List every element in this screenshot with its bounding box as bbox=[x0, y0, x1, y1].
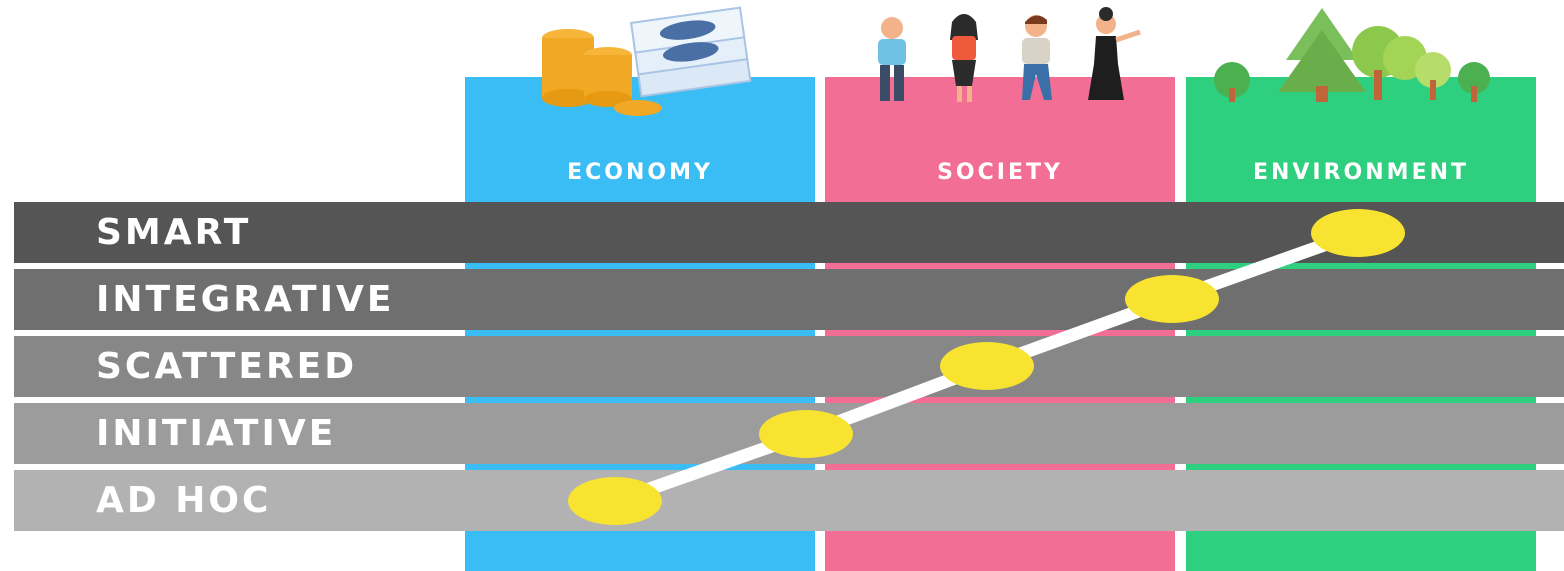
level-band-ad-hoc: AD HOC bbox=[14, 470, 1564, 531]
path-marker-scattered bbox=[940, 342, 1034, 390]
path-marker-integrative bbox=[1125, 275, 1219, 323]
level-label-ad-hoc: AD HOC bbox=[96, 480, 272, 521]
level-band-integrative: INTEGRATIVE bbox=[14, 269, 1564, 330]
level-label-integrative: INTEGRATIVE bbox=[96, 279, 395, 320]
pillar-label-environment: ENVIRONMENT bbox=[1252, 160, 1470, 185]
trees-icon bbox=[1214, 8, 1490, 102]
level-label-initiative: INITIATIVE bbox=[96, 413, 337, 454]
path-marker-smart bbox=[1311, 209, 1405, 257]
pillar-label-society: SOCIETY bbox=[937, 160, 1063, 185]
people-icon bbox=[878, 7, 1141, 102]
level-label-smart: SMART bbox=[96, 212, 252, 253]
path-marker-ad-hoc bbox=[568, 477, 662, 525]
path-marker-initiative bbox=[759, 410, 853, 458]
level-band-scattered: SCATTERED bbox=[14, 336, 1564, 397]
level-label-scattered: SCATTERED bbox=[96, 346, 358, 387]
money-icon bbox=[542, 6, 752, 116]
pillar-label-economy: ECONOMY bbox=[567, 160, 713, 185]
